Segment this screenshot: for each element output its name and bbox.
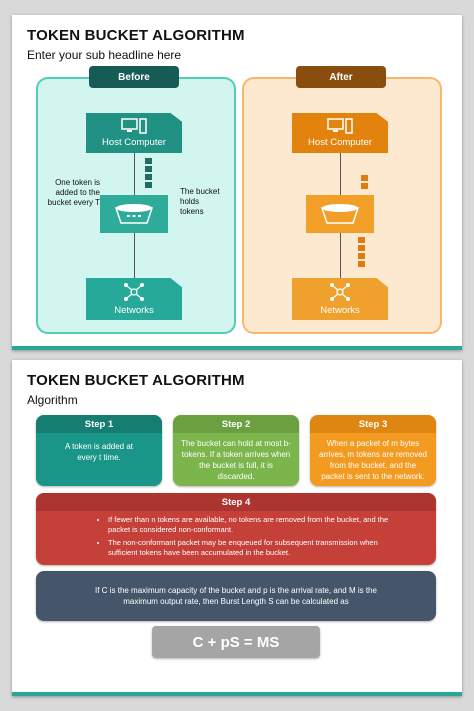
- bucket-before: [100, 195, 168, 233]
- token: [145, 158, 152, 164]
- before-tag: Before: [89, 66, 179, 88]
- bucket-icon: [320, 204, 360, 224]
- token: [358, 245, 365, 251]
- burst-length-note: If C is the maximum capacity of the buck…: [36, 571, 436, 621]
- step-1-card: Step 1 A token is added at every t time.: [36, 415, 162, 486]
- step-text: A token is added at every t time.: [64, 442, 134, 462]
- step-text: The bucket can hold at most b-tokens. If…: [181, 439, 291, 481]
- step-3-card: Step 3 When a packet of m bytes arrives,…: [310, 415, 436, 486]
- bucket-holds-note: The bucket holds tokens: [180, 187, 220, 216]
- step-4-card: Step 4 If fewer than n tokens are availa…: [36, 493, 436, 565]
- token-added-note: One token is added to the bucket every T: [47, 178, 100, 207]
- bullet-item: If fewer than n tokens are available, no…: [108, 515, 406, 535]
- host-computer-after: Host Computer: [292, 113, 388, 153]
- slide-title: TOKEN BUCKET ALGORITHM: [27, 372, 245, 389]
- computer-icon: [327, 118, 353, 134]
- slide-title: TOKEN BUCKET ALGORITHM: [27, 27, 245, 44]
- networks-label: Networks: [114, 305, 154, 316]
- token: [358, 237, 365, 243]
- token: [361, 175, 368, 181]
- token: [361, 183, 368, 189]
- slide-bottom-bar: [12, 346, 462, 350]
- host-label: Host Computer: [308, 137, 372, 148]
- step-label: Step 1: [36, 415, 162, 433]
- host-label: Host Computer: [102, 137, 166, 148]
- step-4-bullets: If fewer than n tokens are available, no…: [36, 515, 436, 558]
- host-computer-before: Host Computer: [86, 113, 182, 153]
- networks-before: Networks: [86, 278, 182, 320]
- slide-algorithm: TOKEN BUCKET ALGORITHM Algorithm Step 1 …: [12, 360, 462, 696]
- formula-box: C + pS = MS: [152, 626, 320, 658]
- slide-subtitle: Enter your sub headline here: [27, 48, 182, 62]
- slide-before-after: TOKEN BUCKET ALGORITHM Enter your sub he…: [12, 15, 462, 350]
- step-text: When a packet of m bytes arrives, m toke…: [318, 439, 428, 481]
- token: [145, 182, 152, 188]
- step-2-card: Step 2 The bucket can hold at most b-tok…: [173, 415, 299, 486]
- slide-subtitle: Algorithm: [27, 393, 78, 407]
- slide-bottom-bar: [12, 692, 462, 696]
- computer-icon: [121, 118, 147, 134]
- bucket-after: [306, 195, 374, 233]
- bucket-icon: [114, 204, 154, 224]
- bullet-item: The non-conformant packet may be enqueue…: [108, 538, 406, 558]
- token: [358, 261, 365, 267]
- burst-length-text: If C is the maximum capacity of the buck…: [95, 586, 377, 606]
- network-icon: [330, 283, 350, 301]
- step-label: Step 2: [173, 415, 299, 433]
- after-tag: After: [296, 66, 386, 88]
- network-icon: [124, 283, 144, 301]
- networks-after: Networks: [292, 278, 388, 320]
- token: [358, 253, 365, 259]
- token: [145, 174, 152, 180]
- token: [145, 166, 152, 172]
- step-label: Step 4: [36, 493, 436, 511]
- step-label: Step 3: [310, 415, 436, 433]
- networks-label: Networks: [320, 305, 360, 316]
